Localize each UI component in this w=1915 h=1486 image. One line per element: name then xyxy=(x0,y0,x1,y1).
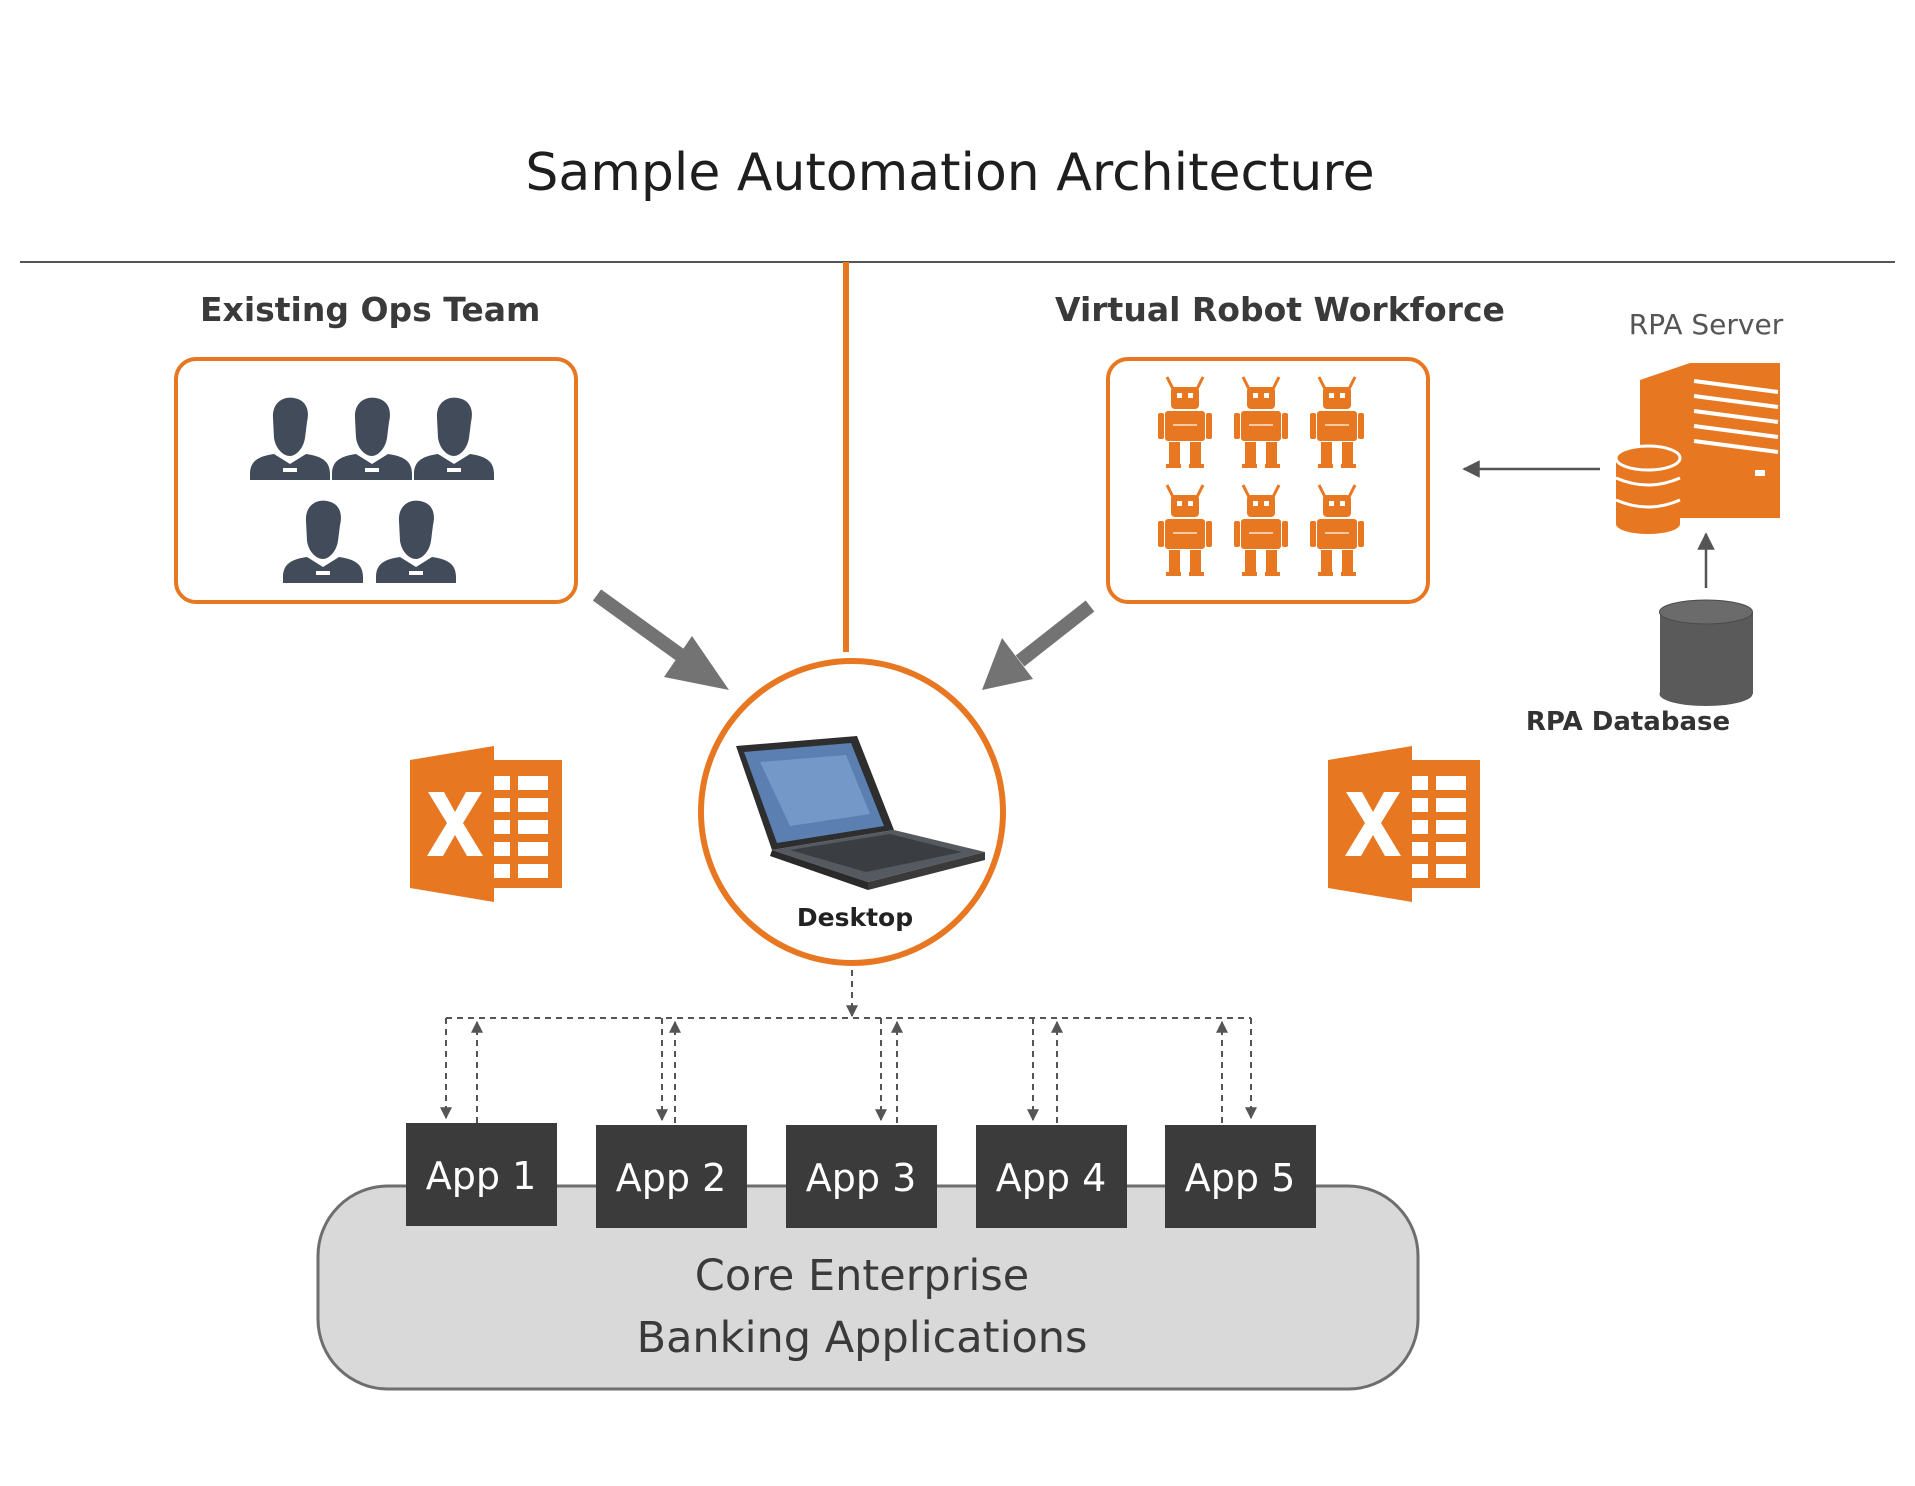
app-label: App 2 xyxy=(616,1156,727,1200)
database-icon xyxy=(1659,599,1753,706)
excel-icon xyxy=(1328,746,1480,902)
app-box[interactable]: App 5 xyxy=(1165,1125,1316,1228)
desktop-label: Desktop xyxy=(797,903,913,932)
laptop-icon xyxy=(736,736,985,890)
app-label: App 5 xyxy=(1185,1156,1296,1200)
server-icon xyxy=(1614,363,1780,534)
app-label: App 4 xyxy=(996,1156,1107,1200)
app-box[interactable]: App 3 xyxy=(786,1125,937,1228)
app-box[interactable]: App 2 xyxy=(596,1125,747,1228)
desktop-app-connectors xyxy=(440,970,1257,1123)
ops-to-desktop-arrow xyxy=(592,589,729,690)
app-box[interactable]: App 1 xyxy=(406,1123,557,1226)
ops-team-heading: Existing Ops Team xyxy=(200,290,540,329)
robots-to-desktop-arrow xyxy=(982,600,1095,690)
app-box[interactable]: App 4 xyxy=(976,1125,1127,1228)
core-label-line2: Banking Applications xyxy=(637,1313,1088,1363)
core-label-line1: Core Enterprise xyxy=(695,1251,1029,1301)
central-connector xyxy=(843,262,849,652)
robot-workforce-heading: Virtual Robot Workforce xyxy=(1055,290,1505,329)
rpa-database-label: RPA Database xyxy=(1526,707,1730,737)
app-label: App 3 xyxy=(806,1156,917,1200)
diagram-title: Sample Automation Architecture xyxy=(525,143,1374,203)
ops-team-box xyxy=(174,357,578,604)
rpa-server-label: RPA Server xyxy=(1629,308,1784,341)
app-label: App 1 xyxy=(426,1154,537,1198)
excel-icon xyxy=(410,746,562,902)
